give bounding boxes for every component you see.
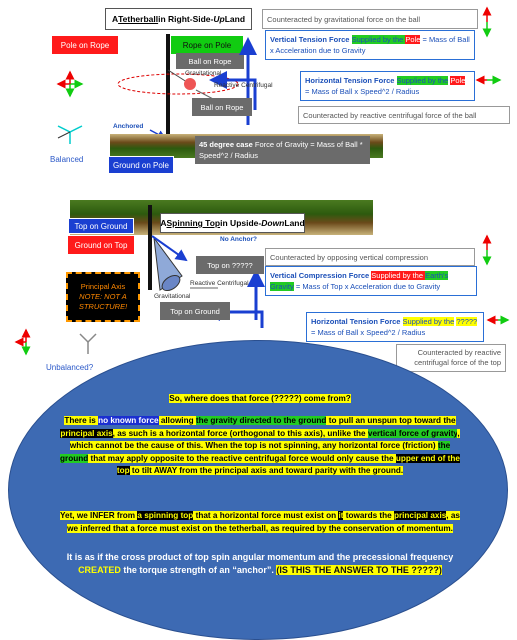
- bht-q: ?????: [456, 317, 478, 326]
- vc-rest: = Mass of Top x Acceleration due to Grav…: [293, 282, 441, 291]
- vc-bold: Vertical Compression Force: [270, 271, 370, 280]
- title-prefix: A: [111, 14, 119, 24]
- p2e: towards the: [343, 511, 394, 520]
- p1n: the ground.: [358, 466, 404, 475]
- bht-bold: Horizontal Tension Force: [311, 317, 401, 326]
- bottom-left-cross-icon: [14, 328, 31, 356]
- title2-italic: Down: [261, 218, 285, 228]
- balanced-label: Balanced: [50, 155, 84, 164]
- explanation-ellipse: [8, 340, 508, 640]
- p1g: , as such is a horizontal force (orthogo…: [112, 428, 368, 438]
- spinning-top-title: A Spinning Top in Upside- Down Land: [160, 213, 305, 233]
- p1m: to tilt AWAY from the principal axis and…: [129, 466, 359, 475]
- vertical-tension-bold: Vertical Tension Force: [270, 35, 350, 44]
- title2-underline: Spinning Top: [166, 218, 221, 228]
- gravitational-label-2: Gravitational: [154, 293, 191, 300]
- tetherball-title: A Tetherball in Right-Side- Up Land: [105, 8, 252, 30]
- ball-on-rope-box-1: Ball on Rope: [176, 53, 244, 69]
- p3b: CREATED: [78, 565, 121, 575]
- bottom-mid-cross-icon: [79, 333, 97, 354]
- p2b: a spinning top: [137, 511, 194, 520]
- no-anchor-label: No Anchor?: [220, 236, 257, 243]
- p3a: It is as if the cross product of top spi…: [66, 552, 454, 562]
- principal-axis-text: Principal Axis: [80, 282, 126, 291]
- p1k: that may apply opposite to the reactive …: [88, 453, 396, 463]
- title2-suffix: Land: [284, 218, 305, 228]
- reactive-centrifugal-label: Reactive Centrifugal: [214, 82, 273, 89]
- horizontal-tension-supplied: Supplied by the: [396, 76, 449, 85]
- p2a: Yet, we INFER from: [60, 511, 138, 520]
- title-italic: Up: [213, 14, 225, 24]
- vertical-tension-pole: Pole: [405, 35, 421, 44]
- right-arrows-icon: [475, 6, 502, 85]
- top-on-ground-box-2: Top on Ground: [160, 302, 230, 320]
- p2c: that a horizontal force must exist on: [193, 511, 339, 520]
- bht-supplied: Supplied by the: [402, 317, 455, 326]
- title-underline: Tetherball: [118, 14, 159, 24]
- gravitational-label: Gravitational: [185, 70, 222, 77]
- p3d: (IS THIS THE ANSWER TO THE ?????): [276, 565, 442, 575]
- question-text: So, where does that force (?????) come f…: [169, 394, 351, 403]
- horizontal-tension-bold: Horizontal Tension Force: [305, 76, 395, 85]
- top-axis-line: [148, 205, 152, 290]
- bottom-right-arrows-icon: [482, 234, 510, 325]
- p1d: the gravity directed to the ground: [195, 416, 327, 425]
- ellipse-question: So, where does that force (?????) come f…: [60, 393, 460, 406]
- horizontal-tension-rest: = Mass of Ball x Speed^2 / Radius: [305, 87, 420, 96]
- anchored-label: Anchored: [113, 123, 144, 130]
- cyan-cross-icon: [57, 125, 83, 144]
- title-middle: in Right-Side-: [158, 14, 214, 24]
- bht-rest: = Mass of Ball x Speed^2 / Radius: [311, 328, 426, 337]
- ellipse-paragraph-1: There is no known force allowing the gra…: [55, 415, 465, 478]
- left-red-green-cross-icon: [56, 70, 84, 98]
- counter-centrifugal-box: Counteracted by reactive centrifugal for…: [298, 106, 510, 124]
- vc-gravity: Gravity: [270, 282, 294, 291]
- top-on-q-box: Top on ?????: [196, 256, 264, 274]
- rope-on-pole-box: Rope on Pole: [171, 36, 243, 54]
- p1b: no known force: [98, 416, 159, 425]
- counter-vertical-box: Counteracted by opposing vertical compre…: [265, 248, 475, 266]
- title2-middle: in Upside-: [220, 218, 262, 228]
- horizontal-tension-pole: Pole: [450, 76, 466, 85]
- counter-gravity-box: Counteracted by gravitational force on t…: [262, 9, 478, 29]
- title2-prefix: A: [160, 218, 167, 228]
- ground-on-pole-box: Ground on Pole: [108, 156, 174, 174]
- p2d: it: [338, 511, 344, 520]
- vertical-compression-box: Vertical Compression Force Supplied by t…: [265, 266, 477, 296]
- vc-earth: Earth's: [425, 271, 449, 280]
- top-on-ground-box: Top on Ground: [68, 218, 134, 234]
- p1a: There is: [64, 416, 99, 425]
- case45-bold: 45 degree case: [199, 140, 253, 149]
- ellipse-paragraph-2: Yet, we INFER from a spinning top that a…: [60, 510, 460, 535]
- vertical-tension-box: Vertical Tension Force Supplied by the P…: [265, 30, 475, 60]
- ground-on-top-box: Ground on Top: [68, 236, 134, 254]
- ellipse-paragraph-3: It is as if the cross product of top spi…: [60, 551, 460, 577]
- reactive-centrifugal-label-2: Reactive Centrifugal: [190, 280, 249, 287]
- pole-on-rope-box: Pole on Rope: [52, 36, 118, 54]
- tetherball-pole: [166, 34, 170, 144]
- bottom-counter-centrifugal-box: Counteracted by reactive centrifugal for…: [396, 344, 506, 372]
- horizontal-tension-box: Horizontal Tension Force Supplied by the…: [300, 71, 475, 101]
- vc-supplied: Supplied by the: [371, 271, 426, 280]
- case45-rest: Force of Gravity = Mass of Ball * Speed^…: [199, 140, 363, 160]
- bcc-text: Counteracted by reactive centrifugal for…: [414, 348, 501, 367]
- vertical-tension-supplied: Supplied by the: [351, 35, 406, 44]
- case45-box: 45 degree case Force of Gravity = Mass o…: [195, 136, 370, 164]
- p1e: to pull an unspun top toward the: [326, 416, 456, 425]
- p3c: the torque strength of an “anchor”.: [120, 565, 277, 575]
- principal-axis-box: Principal Axis NOTE: NOT A STRUCTURE!: [66, 272, 140, 322]
- vertical-tension-rest: = Mass of Ball x Acceleration due to Gra…: [270, 35, 470, 55]
- title-suffix: Land: [224, 14, 246, 24]
- unbalanced-label: Unbalanced?: [46, 363, 94, 372]
- p1f: principal axis: [60, 428, 113, 438]
- p1h: vertical force of gravity: [367, 428, 458, 438]
- p1c: allowing: [158, 416, 196, 425]
- principal-axis-note: NOTE: NOT A STRUCTURE!: [78, 292, 128, 311]
- bottom-horizontal-tension-box: Horizontal Tension Force Supplied by the…: [306, 312, 484, 342]
- ball-on-rope-box-2: Ball on Rope: [192, 98, 252, 116]
- p2f: principal axis: [393, 511, 447, 520]
